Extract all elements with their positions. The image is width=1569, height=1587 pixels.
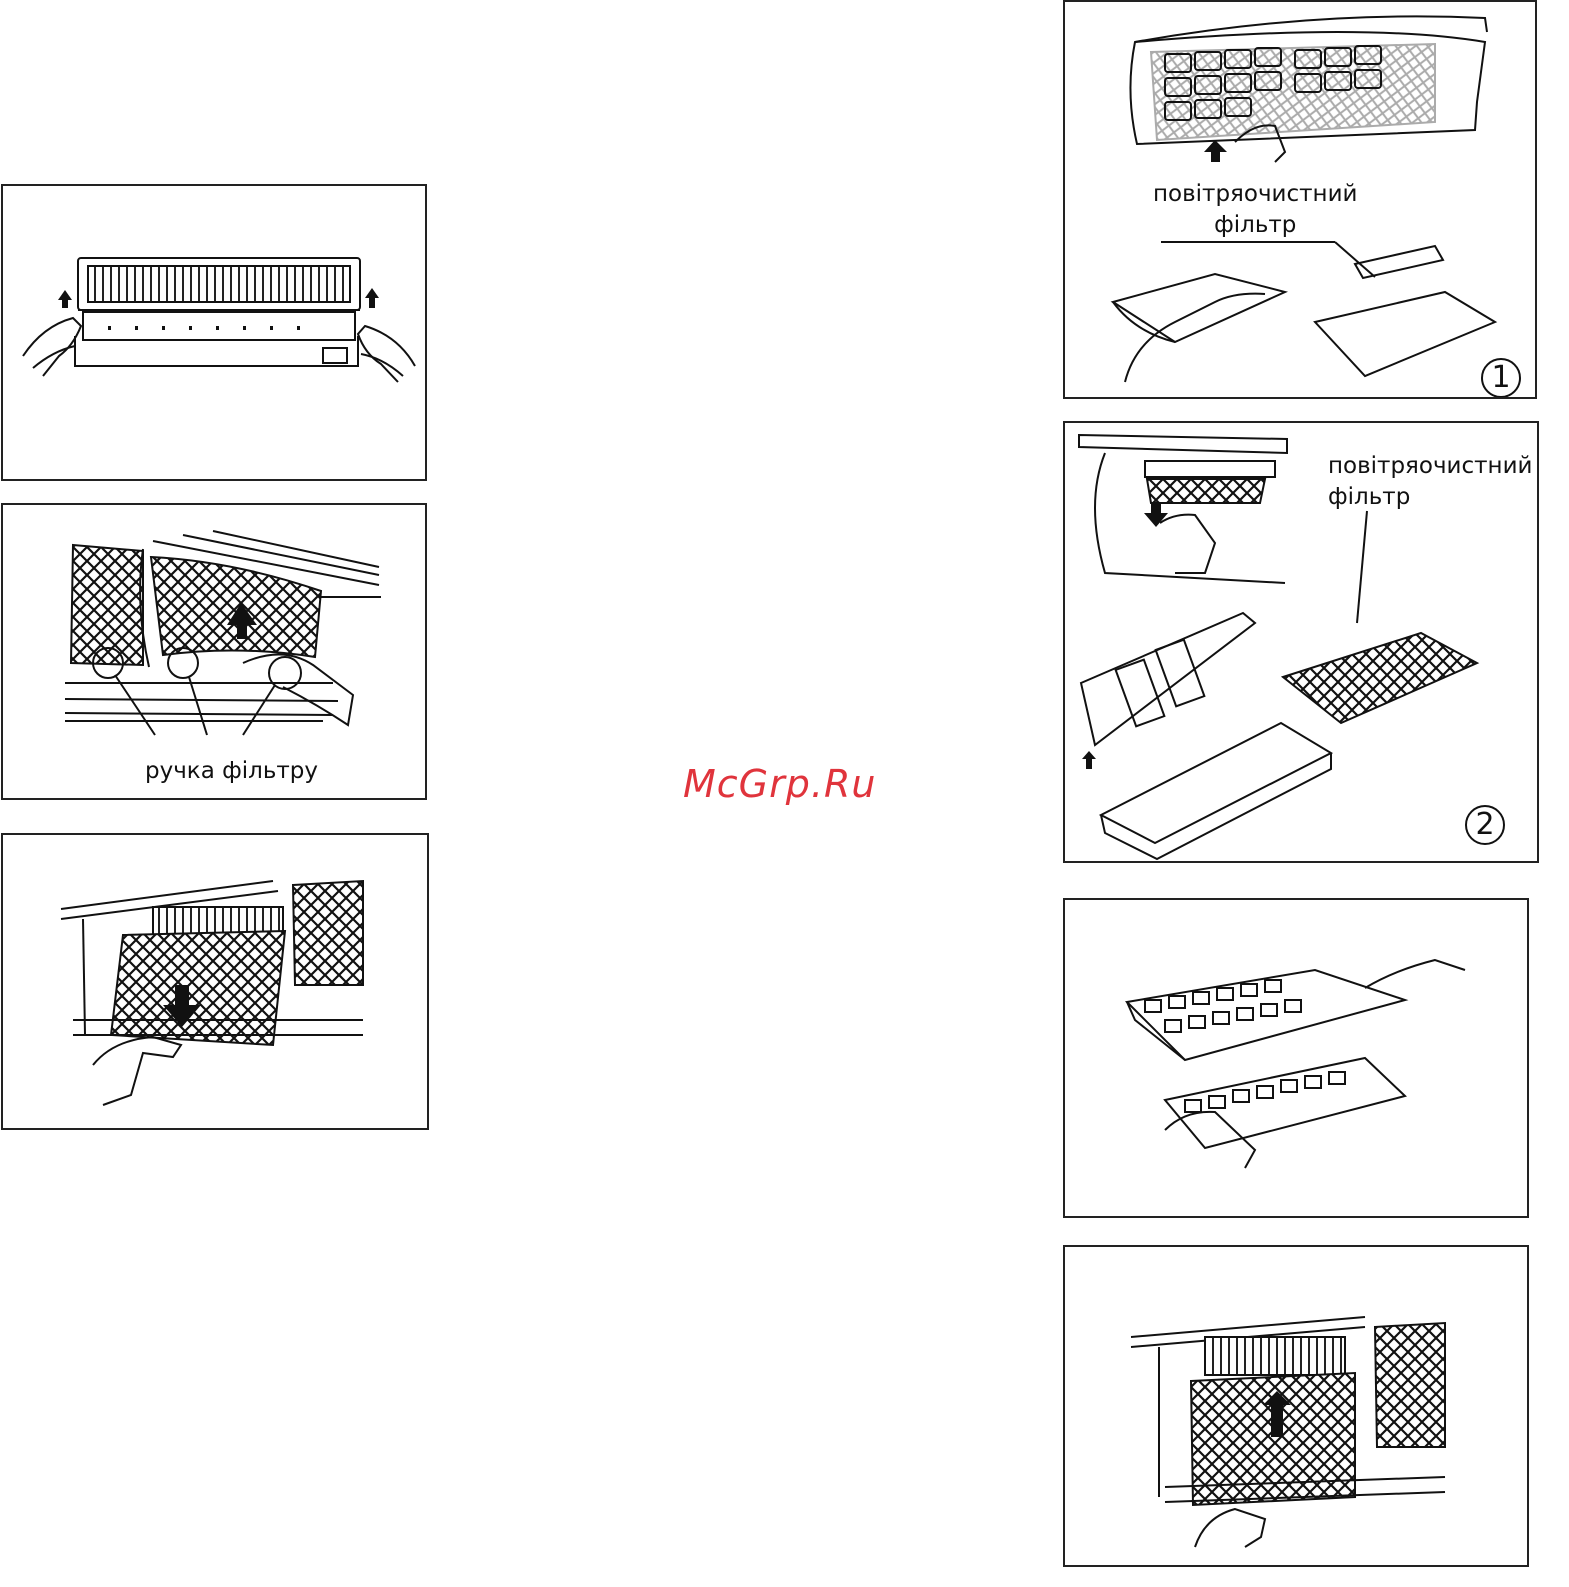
step-2-air-filter-illustration: повітряочистний фільтр 2 xyxy=(1063,421,1539,863)
watermark-text: McGrp.Ru xyxy=(683,762,876,806)
air-filter-label-1: повітряочистний фільтр xyxy=(1153,179,1357,241)
step-number-1: 1 xyxy=(1481,358,1521,398)
step-1-air-filter-illustration: повітряочистний фільтр 1 xyxy=(1063,0,1537,399)
step-reinstall-filter-illustration xyxy=(1063,1245,1529,1567)
step-remove-filter-illustration xyxy=(1,833,429,1130)
step-filter-handle-illustration: ручка фільтру xyxy=(1,503,427,800)
filter-handle-label: ручка фільтру xyxy=(145,756,318,787)
step-open-panel-illustration xyxy=(1,184,427,481)
step-number-2: 2 xyxy=(1465,805,1505,845)
air-filter-label-2: повітряочистний фільтр xyxy=(1328,451,1532,513)
step-clean-filter-illustration xyxy=(1063,898,1529,1218)
